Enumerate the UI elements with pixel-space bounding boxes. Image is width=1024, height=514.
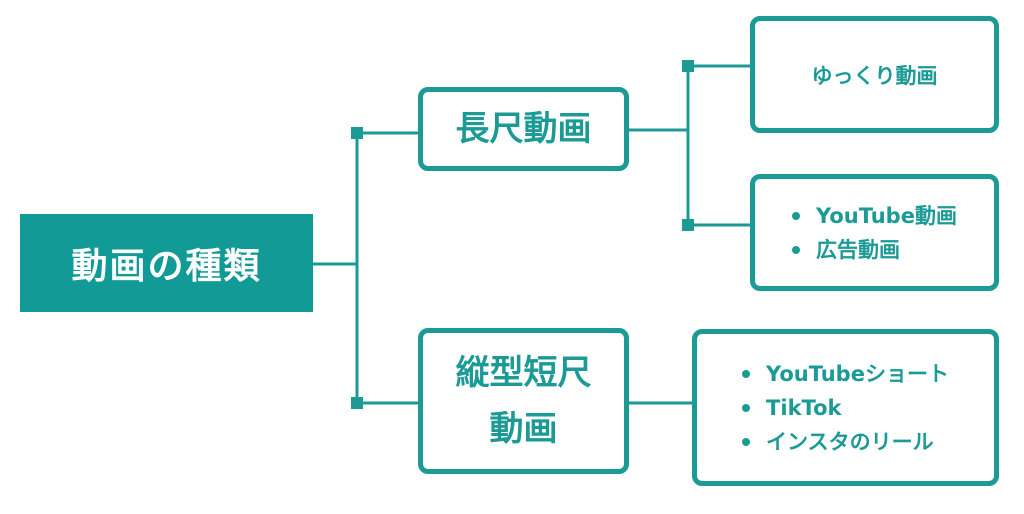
- branch-label-line-2: 動画: [489, 409, 558, 449]
- branch-node-vertical-short-video: 縦型短尺 動画: [418, 328, 629, 474]
- branch-node-long-video: 長尺動画: [418, 87, 629, 171]
- root-label: 動画の種類: [71, 246, 262, 287]
- bullet-icon: [792, 245, 801, 254]
- list-item: YouTube動画: [792, 199, 957, 233]
- junction-node: [682, 219, 694, 231]
- bullet-icon: [792, 211, 801, 220]
- junction-node: [351, 397, 363, 409]
- bullet-icon: [742, 369, 751, 378]
- list-item: インスタのリール: [742, 425, 949, 459]
- list-item: TikTok: [742, 391, 949, 425]
- root-node: 動画の種類: [20, 214, 313, 312]
- bullet-icon: [742, 437, 751, 446]
- junction-node: [682, 60, 694, 72]
- leaf-node-short-video-list: YouTubeショート TikTok インスタのリール: [692, 329, 999, 486]
- branch-label-line-1: 縦型短尺: [455, 353, 592, 393]
- list-item-label: YouTubeショート: [766, 361, 949, 386]
- leaf-node-long-video-list: YouTube動画 広告動画: [750, 174, 999, 291]
- list-item: 広告動画: [792, 233, 957, 267]
- list-item-label: TikTok: [766, 395, 842, 420]
- list-item-label: インスタのリール: [766, 429, 934, 454]
- list-item-label: YouTube動画: [816, 203, 957, 228]
- list-item: YouTubeショート: [742, 357, 949, 391]
- leaf-node-yukkuri: ゆっくり動画: [750, 16, 999, 133]
- branch-label: 長尺動画: [455, 109, 592, 149]
- junction-node: [351, 127, 363, 139]
- bullet-icon: [742, 403, 751, 412]
- bullet-list: YouTube動画 広告動画: [792, 199, 957, 267]
- bullet-list: YouTubeショート TikTok インスタのリール: [742, 357, 949, 459]
- leaf-label: ゆっくり動画: [811, 63, 938, 88]
- list-item-label: 広告動画: [816, 237, 901, 262]
